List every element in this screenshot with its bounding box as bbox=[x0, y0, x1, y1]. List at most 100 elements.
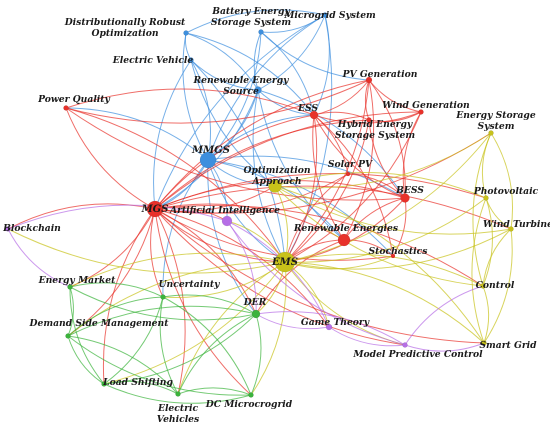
edge-bess-renewable_energies bbox=[343, 197, 406, 241]
node-label-solar_pv: Solar PV bbox=[328, 159, 373, 170]
edge-ess-wind_generation bbox=[313, 111, 422, 124]
edge-energy_storage_system-control bbox=[472, 132, 492, 287]
edge-ems-blockchain bbox=[7, 228, 286, 274]
node-bess_sys bbox=[258, 29, 264, 35]
edge-mmgs-uncertainty bbox=[162, 159, 209, 298]
edge-mgs-electric_vehicles bbox=[154, 208, 186, 395]
node-load_shifting bbox=[101, 381, 107, 387]
node-der bbox=[251, 309, 261, 319]
edge-uncertainty-load_shifting bbox=[103, 296, 164, 385]
edge-mgs-stochastics bbox=[154, 208, 394, 261]
edge-ess-ems bbox=[284, 114, 318, 263]
edge-wind_generation-bess bbox=[402, 111, 422, 199]
node-solar_pv bbox=[345, 171, 351, 177]
edge-energy_storage_system-wind_turbine bbox=[490, 132, 514, 230]
edge-ems-electric_vehicles bbox=[177, 261, 286, 395]
edge-bess_sys-pv_generation bbox=[260, 31, 370, 81]
edge-power_quality-ess bbox=[65, 88, 315, 116]
node-label-electric_vehicles: Electric bbox=[157, 403, 199, 414]
edge-mmgs-bess bbox=[207, 155, 406, 199]
edge-pv_generation-ess bbox=[313, 79, 370, 116]
node-label-der: DER bbox=[243, 297, 267, 308]
edge-optimization_approach-smart_grid bbox=[274, 185, 485, 344]
edge-photovoltaic-ems bbox=[284, 197, 487, 263]
edge-uncertainty-der bbox=[162, 294, 257, 315]
node-label-optimization_approach: Optimization bbox=[243, 165, 310, 176]
node-energy_storage_system bbox=[488, 130, 494, 136]
edge-energy_market-uncertainty bbox=[69, 282, 164, 298]
edge-mgs-photovoltaic bbox=[154, 173, 487, 210]
node-label-blockchain: Blockchain bbox=[2, 223, 61, 234]
node-label-mgs: MGS bbox=[141, 204, 169, 215]
edge-res-ems bbox=[252, 89, 286, 263]
edge-energy_market-dsm bbox=[67, 286, 74, 337]
edge-uncertainty-dc_microgrid bbox=[162, 296, 252, 396]
node-wind_generation bbox=[418, 109, 424, 115]
node-label-electric_vehicle: Electric Vehicle bbox=[112, 55, 194, 66]
edge-wind_turbine-ems bbox=[284, 228, 512, 270]
edge-control-smart_grid bbox=[482, 285, 490, 344]
node-dsm bbox=[65, 333, 71, 339]
edge-power_quality-pv_generation bbox=[65, 79, 370, 124]
edge-hess-bess bbox=[368, 119, 406, 199]
node-label-res: Renewable Energy bbox=[193, 75, 290, 86]
edge-mgs-dc_microgrid bbox=[154, 208, 252, 396]
edge-mmgs-der bbox=[207, 159, 257, 315]
edge-ess-bess bbox=[313, 114, 406, 199]
edge-optimization_approach-wind_turbine bbox=[274, 185, 512, 235]
edge-ems-stochastics bbox=[284, 255, 394, 270]
edge-res-renewable_energies bbox=[257, 89, 345, 241]
edge-ems-dc_microgrid bbox=[250, 261, 287, 396]
node-label-smart_grid: Smart Grid bbox=[479, 340, 537, 351]
edge-electric_vehicles-dc_microgrid bbox=[177, 387, 252, 396]
node-game_theory bbox=[325, 323, 333, 331]
node-label-game_theory: Game Theory bbox=[301, 317, 370, 328]
node-label-ess: ESS bbox=[297, 103, 318, 114]
edge-bess-stochastics bbox=[392, 197, 407, 257]
edge-uncertainty-dsm bbox=[67, 296, 164, 337]
edge-control-ems bbox=[284, 253, 484, 287]
edge-electric_vehicle-mgs bbox=[153, 59, 192, 210]
edge-solar_pv-mgs bbox=[154, 173, 349, 214]
edge-pv_generation-hess bbox=[364, 79, 370, 121]
edge-power_quality-ems bbox=[65, 107, 286, 263]
edge-res-bess bbox=[257, 89, 406, 199]
edge-wind_turbine-smart_grid bbox=[483, 228, 513, 344]
edge-der-dsm bbox=[67, 305, 257, 337]
node-label-renewable_energies: Renewable Energies bbox=[293, 223, 398, 234]
node-stochastics bbox=[390, 253, 396, 259]
edge-photovoltaic-smart_grid bbox=[471, 197, 487, 344]
edge-game_theory-der bbox=[255, 313, 330, 330]
edge-blockchain-artificial_intelligence bbox=[7, 204, 228, 230]
edge-mmgs-ess bbox=[207, 114, 315, 161]
node-bess bbox=[400, 193, 410, 203]
edge-electric_vehicle-optimization_approach bbox=[190, 59, 276, 187]
node-label-electric_vehicles-line2: Vehicles bbox=[157, 414, 199, 424]
node-pv_generation bbox=[365, 76, 373, 84]
edge-solar_pv-ems bbox=[284, 173, 349, 263]
edge-artificial_intelligence-mpc bbox=[226, 220, 406, 346]
node-ems bbox=[274, 251, 296, 273]
edge-ess-renewable_energies bbox=[312, 114, 345, 241]
node-label-wind_generation: Wind Generation bbox=[382, 100, 470, 111]
edge-mgs-smart_grid bbox=[154, 208, 485, 344]
node-uncertainty bbox=[160, 294, 166, 300]
edge-load_shifting-dc_microgrid bbox=[103, 383, 252, 404]
node-wind_turbine bbox=[508, 226, 514, 232]
edge-mgs-control bbox=[154, 204, 484, 287]
edge-hess-mgs bbox=[154, 119, 370, 210]
edge-wind_generation-hess bbox=[368, 111, 422, 123]
node-blockchain bbox=[5, 226, 11, 232]
edge-artificial_intelligence-der bbox=[226, 220, 257, 315]
edge-ems-energy_market bbox=[69, 252, 286, 288]
edge-mgs-der bbox=[154, 208, 257, 315]
node-label-load_shifting: Load Shifting bbox=[102, 377, 173, 388]
node-ess bbox=[309, 110, 319, 120]
node-res bbox=[254, 86, 262, 94]
node-label-photovoltaic: Photovoltaic bbox=[473, 186, 539, 197]
edge-mpc-control bbox=[404, 285, 484, 346]
node-label-energy_market: Energy Market bbox=[38, 275, 117, 286]
node-label-artificial_intelligence: Artificial Intelligence bbox=[169, 205, 280, 216]
node-label-hess: Hybrid Energy bbox=[337, 119, 413, 130]
